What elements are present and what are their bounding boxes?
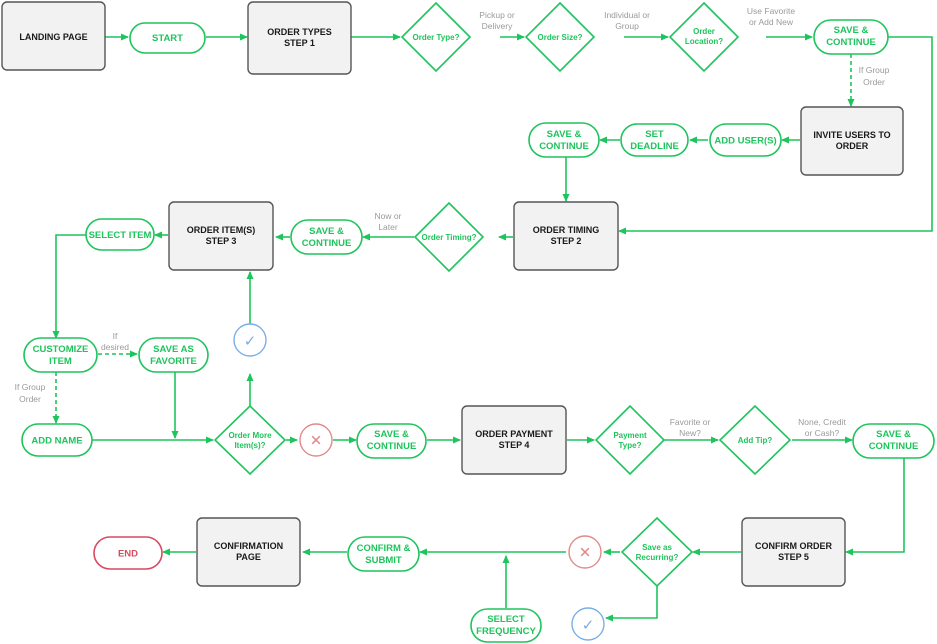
action-save-continue-4: SAVE &CONTINUE <box>356 423 427 459</box>
connector-selectitem-customize <box>52 234 86 339</box>
action-save-continue-3-label: SAVE &CONTINUE <box>302 226 352 249</box>
decision-add-tip-label: Add Tip? <box>738 436 773 445</box>
action-save-continue-5-label: SAVE &CONTINUE <box>869 429 919 452</box>
reject-marker-recurring: ✕ <box>568 535 602 569</box>
action-select-item-label: SELECT ITEM <box>89 230 152 241</box>
screen-landing-page: LANDING PAGE <box>1 1 106 71</box>
check-icon: ✓ <box>582 617 595 634</box>
action-confirm-submit: CONFIRM &SUBMIT <box>347 536 420 572</box>
action-add-name-label: ADD NAME <box>31 436 82 447</box>
screen-order-items: ORDER ITEM(S)STEP 3 <box>168 201 274 271</box>
action-save-continue-2: SAVE &CONTINUE <box>528 122 600 158</box>
approve-marker-order-more: ✓ <box>233 323 267 357</box>
action-save-continue-1-label: SAVE &CONTINUE <box>826 25 876 48</box>
decision-order-timing-label: Order Timing? <box>422 233 477 242</box>
decision-order-timing: Order Timing? <box>413 201 485 273</box>
action-start-label: START <box>152 33 183 44</box>
action-save-continue-3: SAVE &CONTINUE <box>290 219 363 255</box>
action-add-name: ADD NAME <box>21 423 93 457</box>
action-save-continue-1: SAVE &CONTINUE <box>813 19 889 55</box>
screen-order-items-label: ORDER ITEM(S)STEP 3 <box>187 225 256 246</box>
decision-order-type: Order Type? <box>400 1 472 73</box>
close-icon: ✕ <box>579 545 592 562</box>
connectors <box>52 33 933 622</box>
action-start: START <box>129 22 206 54</box>
close-icon: ✕ <box>310 433 323 450</box>
action-add-users: ADD USER(S) <box>709 123 782 157</box>
connector-save1-timing <box>618 36 933 235</box>
decision-order-size: Order Size? <box>524 1 596 73</box>
reject-marker-order-more: ✕ <box>299 423 333 457</box>
action-confirm-submit-label: CONFIRM &SUBMIT <box>357 543 411 566</box>
decision-order-size-label: Order Size? <box>538 33 583 42</box>
screen-landing-page-label: LANDING PAGE <box>19 32 87 42</box>
action-save-continue-2-label: SAVE &CONTINUE <box>539 129 589 152</box>
connector-recurring-approve <box>605 586 658 622</box>
branch-markers: ✓ ✕ ✕ ✓ <box>233 323 605 641</box>
approve-marker-recurring: ✓ <box>571 607 605 641</box>
end-terminal: END <box>93 536 163 570</box>
end-label: END <box>118 549 138 560</box>
decision-add-tip: Add Tip? <box>718 404 792 476</box>
action-select-item: SELECT ITEM <box>85 218 155 251</box>
decision-order-type-label: Order Type? <box>413 33 460 42</box>
connector-save5-confirmorder <box>845 458 905 556</box>
check-icon: ✓ <box>244 333 257 350</box>
action-save-continue-5: SAVE &CONTINUE <box>852 423 935 459</box>
action-add-users-label: ADD USER(S) <box>714 136 776 147</box>
action-save-continue-4-label: SAVE &CONTINUE <box>367 429 417 452</box>
